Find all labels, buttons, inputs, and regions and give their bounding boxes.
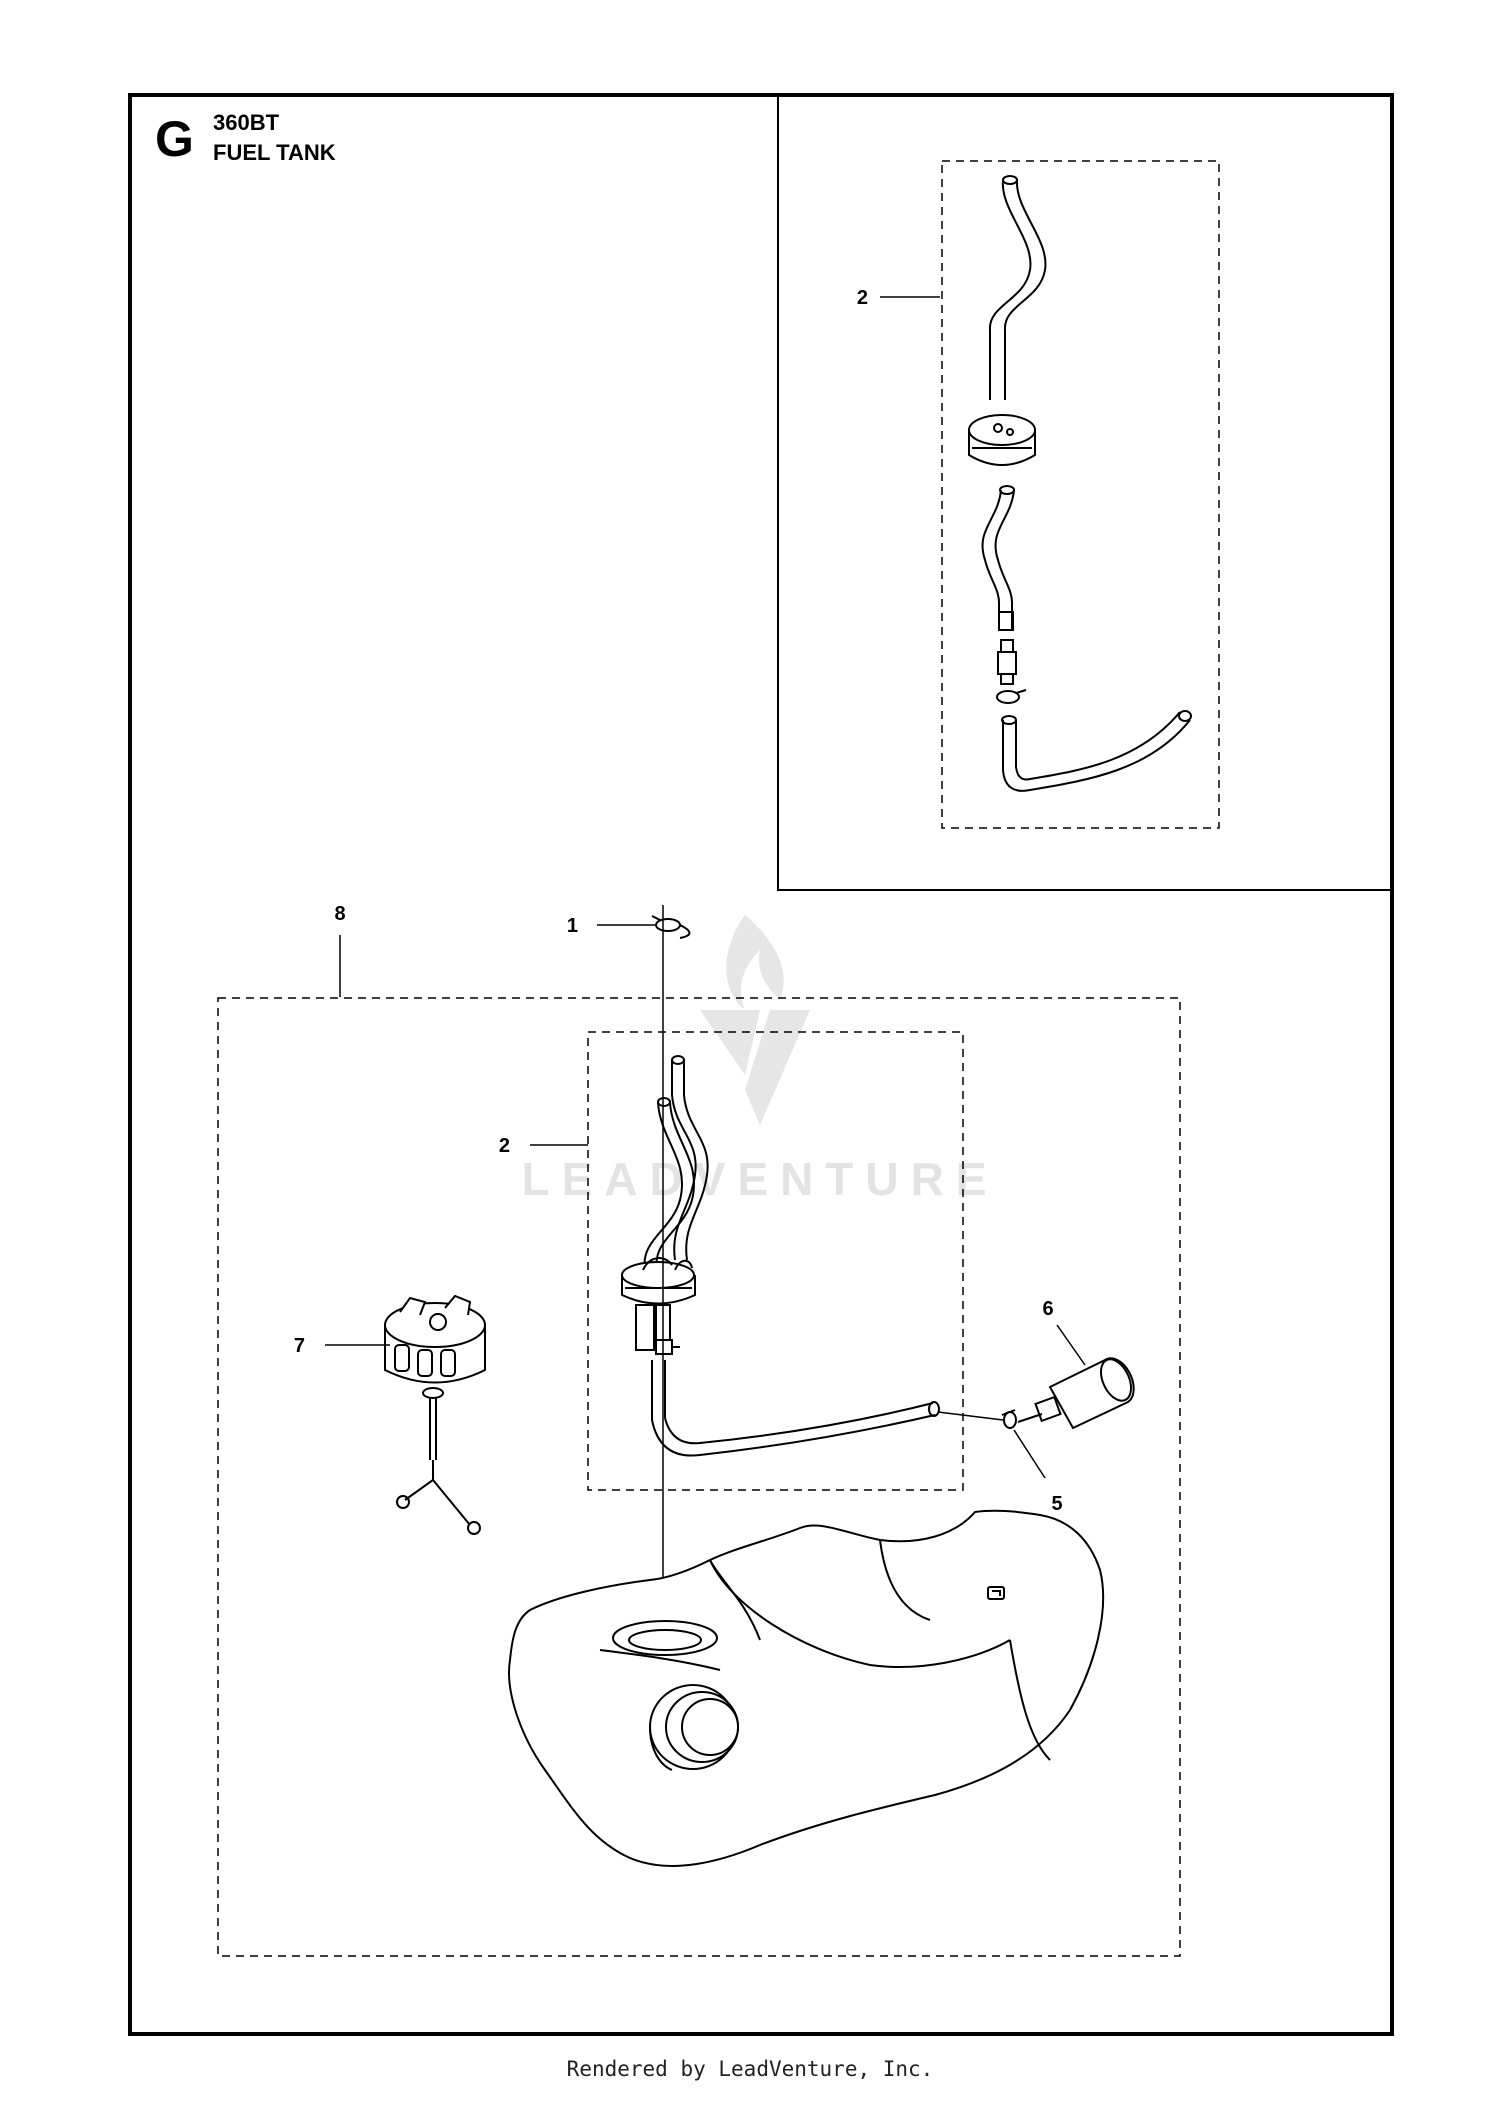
callout-6: 6 xyxy=(1042,1298,1053,1320)
watermark: LEADVENTURE xyxy=(521,915,998,1205)
callout-1: 1 xyxy=(567,915,578,937)
model-number: 360BT xyxy=(213,110,280,135)
main-grommet xyxy=(621,1257,696,1305)
main-fuel-line xyxy=(635,1304,940,1457)
callout-8: 8 xyxy=(334,903,345,925)
inset-lower-hose xyxy=(981,485,1015,631)
watermark-text: LEADVENTURE xyxy=(521,1153,998,1205)
fuel-tank xyxy=(508,1509,1105,1867)
callout-2-inset: 2 xyxy=(857,287,868,309)
section-letter: G xyxy=(155,111,194,167)
diagram-frame xyxy=(128,93,1394,2036)
callout-2-main: 2 xyxy=(499,1135,510,1157)
leader-line-6 xyxy=(1056,1324,1086,1366)
inset-upper-hose xyxy=(988,175,1047,400)
inset-dashed-box xyxy=(941,160,1220,829)
part-7-strap xyxy=(396,1398,481,1535)
inset-panel-border xyxy=(777,97,1391,891)
kit-dashed-box xyxy=(217,997,1181,1957)
main-hoses xyxy=(643,1055,709,1271)
part-1-clip xyxy=(651,915,691,939)
connector-line-5 xyxy=(937,1411,1004,1421)
inset-clip xyxy=(996,689,1027,704)
inset-fuel-line xyxy=(1001,710,1192,792)
footer-credit: Rendered by LeadVenture, Inc. xyxy=(566,2057,934,2081)
callout-7: 7 xyxy=(294,1335,305,1357)
inset-grommet xyxy=(968,414,1036,466)
watermark-logo-icon xyxy=(700,915,810,1125)
part-5-clamp xyxy=(1001,1409,1017,1429)
hose-assembly-dashed-box xyxy=(587,1031,964,1491)
group-title: FUEL TANK xyxy=(213,140,336,165)
part-6-fuel-filter xyxy=(1017,1357,1135,1430)
callout-5: 5 xyxy=(1051,1493,1062,1515)
leader-line-5 xyxy=(1013,1429,1046,1479)
part-7-fuel-cap xyxy=(384,1294,486,1399)
inset-fitting xyxy=(997,639,1017,685)
